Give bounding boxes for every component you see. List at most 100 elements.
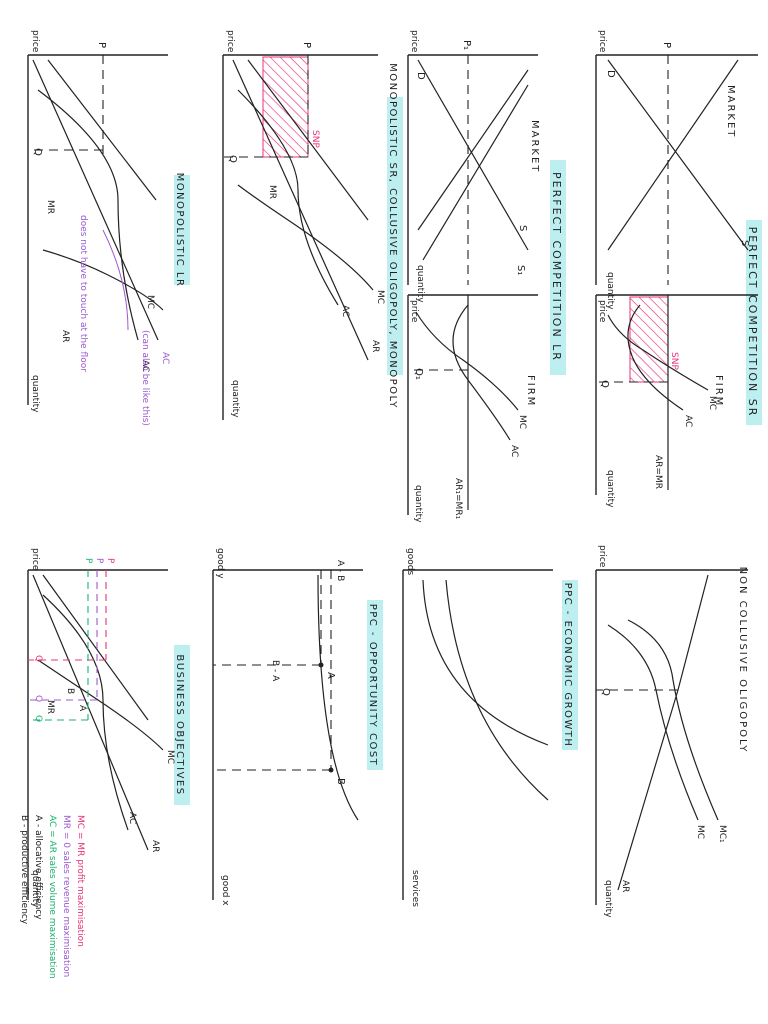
ppc-cost-b-label: B — [335, 778, 346, 785]
mono-lr-quantity-label: quantity — [30, 375, 40, 413]
pc-sr-mc-label: MC — [707, 396, 717, 410]
mono-sr-p-label: P — [301, 42, 312, 48]
pc-lr-s-label: S — [517, 225, 528, 231]
nco-price-label: price — [597, 545, 607, 568]
bus-obj-legend-4: A - allocative efficiency — [33, 815, 43, 920]
pc-sr-demand-line — [607, 59, 749, 251]
bus-obj-pink-q-label: Q — [33, 655, 43, 662]
ppc-cost-good-x-label: good x — [220, 875, 230, 906]
nco-title: NON COLLUSIVE OLIGOPOLY — [737, 567, 748, 754]
mono-lr-title-highlight — [174, 175, 190, 285]
pc-lr-market-label: MARKET — [529, 120, 540, 173]
mono-sr-title: MONOPOLISTIC SR, COLLUSIVE OLIGOPOLY, MO… — [387, 63, 398, 409]
pc-lr-demand-line — [417, 59, 529, 251]
pc-lr-d-label: D — [415, 72, 426, 80]
pc-lr-mc-label: MC — [517, 415, 527, 429]
diagram-business-objectives: BUSINESS OBJECTIVES price quantity AR MR… — [19, 548, 190, 979]
mono-lr-note-2: does not have to touch at the floor — [78, 215, 88, 372]
mono-sr-q-label: Q — [227, 155, 238, 163]
pc-sr-supply-line — [607, 59, 739, 251]
ppc-growth-title-highlight — [562, 580, 578, 750]
mono-lr-mr-line — [47, 59, 157, 201]
bus-obj-ar-label: AR — [150, 840, 160, 852]
bus-obj-legend-3: AC = AR sales volume maximisation — [47, 815, 57, 979]
pc-lr-q1-label: Q₁ — [413, 368, 424, 380]
bus-obj-pink-p-label: P — [105, 558, 115, 564]
bus-obj-ar-line — [32, 574, 149, 851]
mono-lr-note-1: (can also be like this) — [140, 330, 150, 426]
diagram-ppc-growth: PPC - ECONOMIC GROWTH goods services — [402, 548, 578, 907]
bus-obj-ac-label: AC — [127, 812, 137, 824]
bus-obj-mr-line — [42, 574, 149, 721]
mono-lr-price-label: price — [30, 30, 40, 53]
pc-lr-market-quantity-label: quantity — [415, 265, 425, 303]
mono-lr-q-label: Q — [32, 148, 43, 156]
bus-obj-title: BUSINESS OBJECTIVES — [174, 654, 185, 795]
bus-obj-legend-5: B - productive efficiency — [19, 815, 29, 925]
nco-mc-curve — [607, 624, 699, 821]
pc-lr-title: PERFECT COMPETITION LR — [550, 172, 563, 362]
bus-obj-green-p-label: P — [83, 558, 93, 564]
mono-sr-ar-line — [232, 59, 369, 361]
ppc-growth-inner-curve — [422, 579, 549, 746]
diagram-pc-sr: PERFECT COMPETITION SR MARKET FIRM price… — [595, 30, 762, 508]
pc-sr-market-price-label: price — [597, 30, 607, 53]
bus-obj-mc-curve — [37, 659, 164, 751]
ppc-growth-goods-label: goods — [405, 548, 415, 575]
pc-sr-market-quantity-label: quantity — [605, 272, 615, 310]
nco-mc1-curve — [627, 619, 719, 821]
mono-sr-mr-line — [247, 59, 369, 221]
diagram-mono-lr: MONOPOLISTIC LR price quantity P Q AR MR… — [27, 30, 190, 426]
mono-sr-title-highlight — [387, 97, 403, 375]
ppc-growth-services-label: services — [410, 870, 420, 907]
bus-obj-b-label: B — [65, 688, 75, 694]
mono-lr-ac-label: AC — [140, 360, 150, 372]
pc-sr-q-label: Q — [599, 380, 610, 388]
mono-sr-quantity-label: quantity — [230, 380, 240, 418]
bus-obj-legend-2: MR = 0 sales revenue maximisation — [61, 815, 71, 977]
ppc-cost-title-highlight — [367, 600, 383, 770]
mono-sr-ac-curve — [237, 89, 339, 306]
bus-obj-mr-label: MR — [45, 700, 55, 714]
nco-mc-label: MC — [695, 825, 705, 839]
ppc-cost-a-minus-b-label: A - B — [335, 560, 345, 581]
nco-ar-label: AR — [620, 880, 630, 892]
pc-lr-supply1-line — [422, 84, 529, 261]
mono-sr-ar-label: AR — [370, 340, 380, 352]
bus-obj-legend-1: MC = MR profit maximisation — [75, 815, 85, 947]
mono-lr-ac-curve — [37, 89, 139, 341]
pc-sr-mc-curve — [607, 314, 709, 391]
ppc-cost-title: PPC - OPPORTUNITY COST — [367, 604, 378, 767]
mono-sr-snp-label: SNP — [310, 130, 320, 148]
bus-obj-ac-curve — [42, 594, 129, 831]
diagram-nco: NON COLLUSIVE OLIGOPOLY price quantity A… — [595, 545, 748, 918]
mono-lr-alt-ac-curve — [102, 229, 129, 331]
pc-sr-s-label: S — [739, 240, 750, 246]
pc-lr-ac-curve — [452, 304, 511, 441]
bus-obj-a-label: A — [77, 705, 87, 712]
diagram-pc-lr: PERFECT COMPETITION LR MARKET FIRM price… — [407, 30, 566, 523]
ppc-cost-b-minus-a-label: B - A — [270, 660, 280, 682]
pc-sr-ac-curve — [627, 304, 684, 411]
pc-sr-ac-label: AC — [683, 415, 693, 427]
ppc-cost-good-y-label: good y — [215, 548, 225, 579]
diagram-ppc-cost: PPC - OPPORTUNITY COST good y good x A B… — [212, 548, 383, 906]
pc-sr-title-highlight — [746, 220, 762, 425]
pc-lr-ac-label: AC — [509, 445, 519, 457]
bus-obj-quantity-label: quantity — [30, 870, 40, 908]
nco-mc1-label: MC₁ — [717, 825, 727, 843]
pc-sr-market-label: MARKET — [725, 85, 736, 138]
ppc-cost-curve — [317, 574, 359, 821]
mono-lr-mr-label: MR — [45, 200, 55, 214]
pc-sr-d-label: D — [605, 70, 616, 78]
pc-lr-firm-label: FIRM — [525, 375, 536, 407]
mono-lr-p-label: P — [96, 42, 107, 48]
pc-sr-firm-label: FIRM — [713, 375, 724, 407]
pc-lr-s1-label: S₁ — [515, 265, 526, 275]
bus-obj-title-highlight — [174, 645, 190, 805]
mono-sr-price-label: price — [225, 30, 235, 53]
mono-sr-mr-label: MR — [267, 185, 277, 199]
mono-lr-title: MONOPOLISTIC LR — [174, 173, 185, 288]
mono-lr-ar-line — [32, 59, 159, 341]
mono-sr-mc-curve — [237, 184, 374, 291]
